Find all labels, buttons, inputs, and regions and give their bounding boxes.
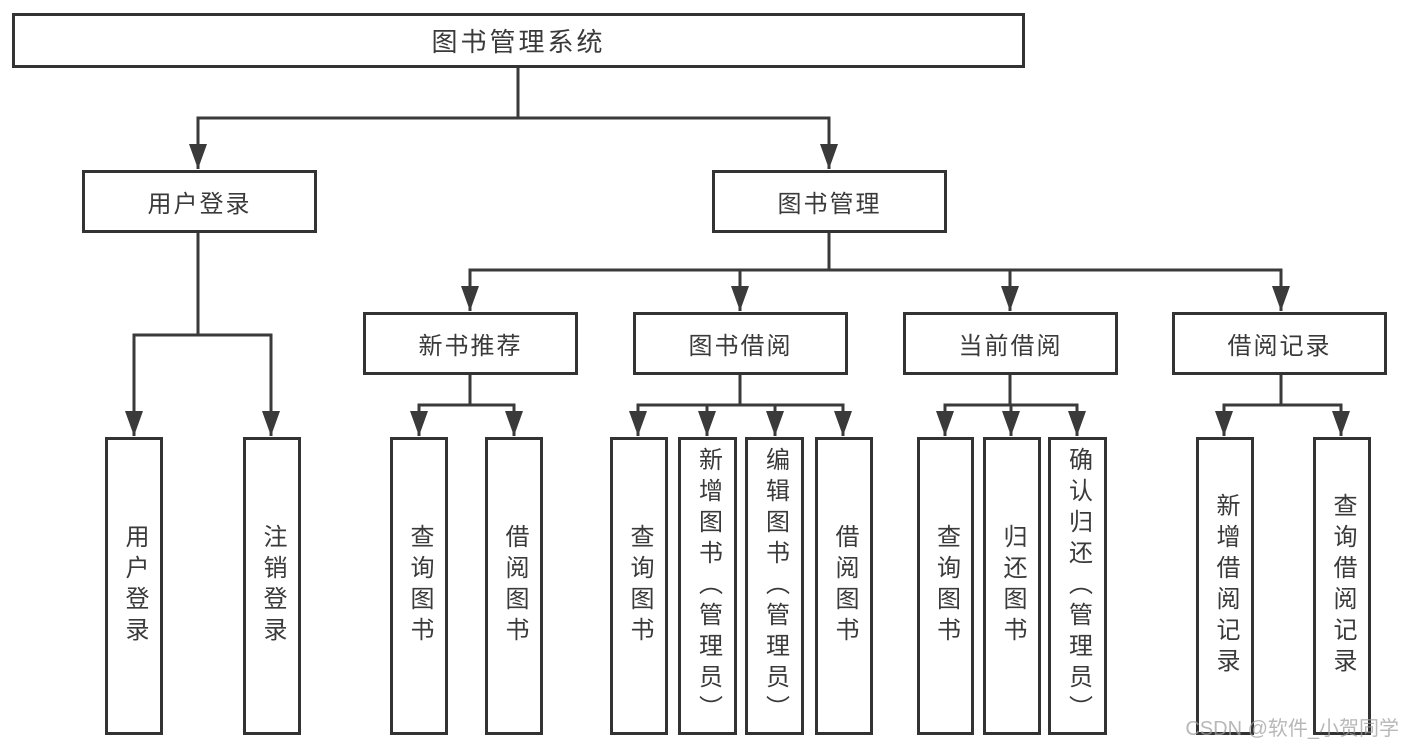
leaf-logout: 注销登录 — [243, 437, 301, 735]
node-book-management: 图书管理 — [712, 170, 947, 233]
leaf-add-borrowing-record: 新增借阅记录 — [1196, 437, 1254, 735]
leaf-borrow-books-borrowing: 借阅图书 — [815, 437, 873, 735]
node-new-book-recommendation: 新书推荐 — [363, 312, 578, 375]
leaf-query-borrowing-record: 查询借阅记录 — [1313, 437, 1371, 735]
leaf-query-books-current: 查询图书 — [917, 437, 974, 735]
leaf-user-login: 用户登录 — [105, 437, 163, 735]
leaf-add-books-admin: 新增图书（管理员） — [678, 437, 737, 735]
leaf-confirm-return-admin: 确认归还（管理员） — [1048, 437, 1107, 735]
leaf-return-books: 归还图书 — [983, 437, 1041, 735]
node-library-management-system: 图书管理系统 — [12, 13, 1025, 68]
leaf-borrow-books-recommend: 借阅图书 — [485, 437, 543, 735]
leaf-edit-books-admin: 编辑图书（管理员） — [745, 437, 804, 735]
node-user-login: 用户登录 — [82, 170, 317, 233]
node-current-borrowing: 当前借阅 — [903, 312, 1118, 375]
leaf-query-books-recommend: 查询图书 — [390, 437, 448, 735]
leaf-query-books-borrowing: 查询图书 — [610, 437, 668, 735]
node-borrowing-records: 借阅记录 — [1172, 312, 1387, 375]
node-book-borrowing: 图书借阅 — [633, 312, 848, 375]
